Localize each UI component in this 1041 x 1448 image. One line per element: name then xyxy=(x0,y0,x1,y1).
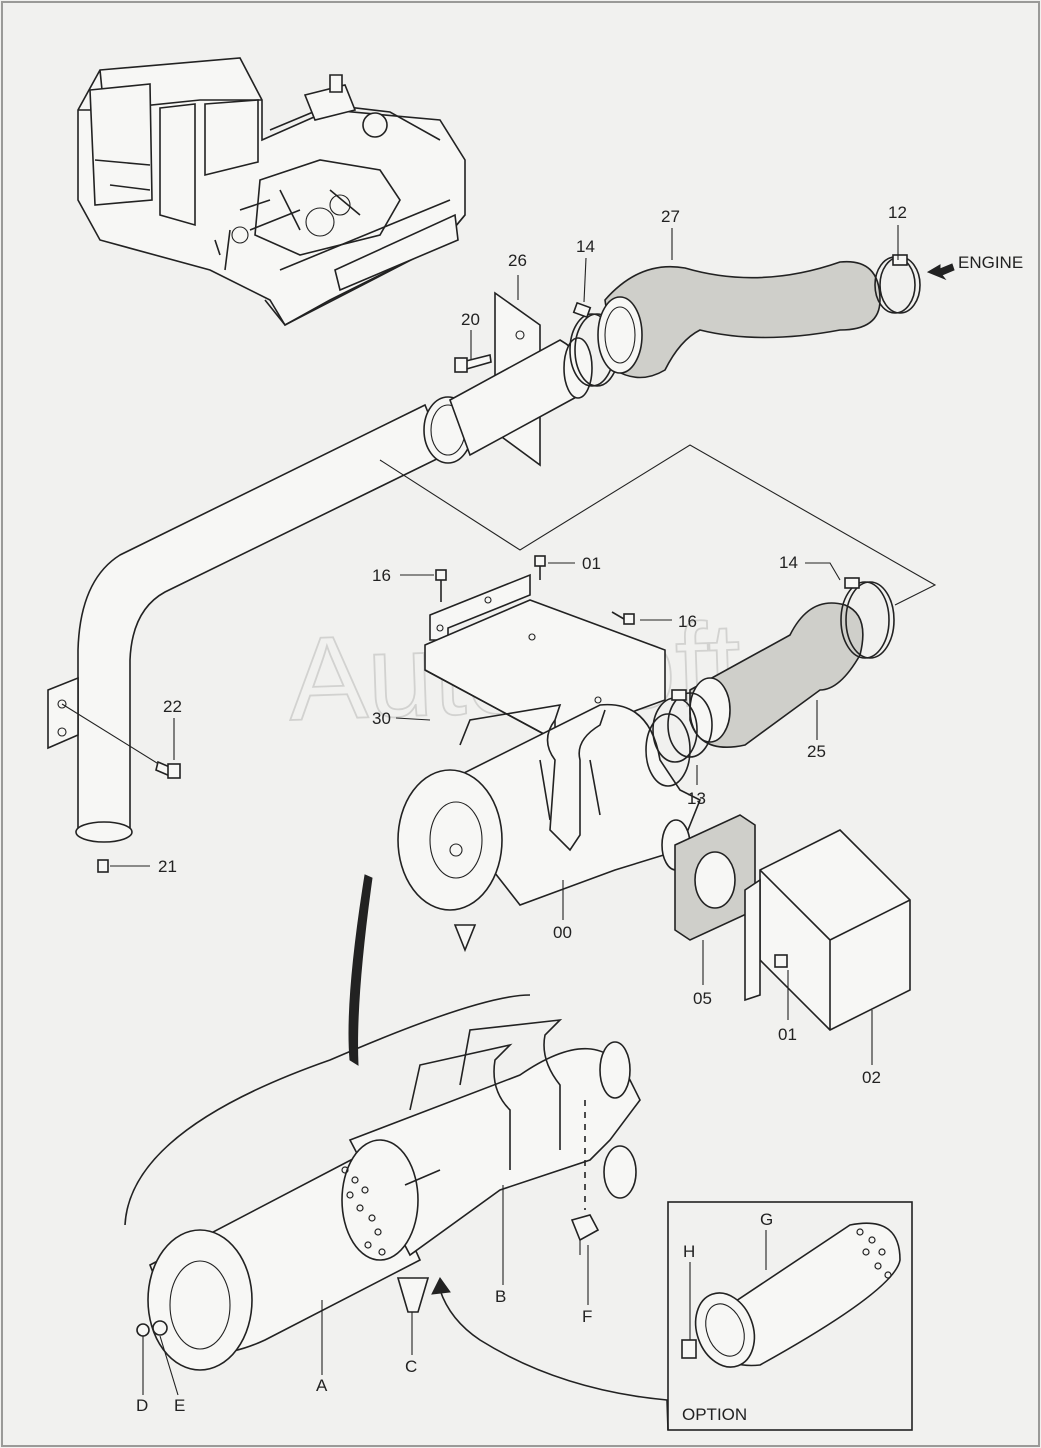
callout-14-right: 14 xyxy=(779,553,798,572)
callout-H: H xyxy=(683,1242,695,1261)
callout-C: C xyxy=(405,1357,417,1376)
callout-05: 05 xyxy=(693,989,712,1008)
callout-20: 20 xyxy=(461,310,480,329)
callout-16-right: 16 xyxy=(678,612,697,631)
engine-label: ENGINE xyxy=(958,253,1023,272)
callout-27: 27 xyxy=(661,207,680,226)
callout-12: 12 xyxy=(888,203,907,222)
option-box xyxy=(667,1201,913,1431)
callout-26: 26 xyxy=(508,251,527,270)
gasket-05 xyxy=(674,814,756,941)
callout-16-left: 16 xyxy=(372,566,391,585)
callout-00: 00 xyxy=(553,923,572,942)
callout-B: B xyxy=(495,1287,506,1306)
callout-E: E xyxy=(174,1396,185,1415)
assembly-leader-lines xyxy=(379,444,937,606)
callout-A: A xyxy=(316,1376,328,1395)
callout-30: 30 xyxy=(372,709,391,728)
bolts-upper xyxy=(435,555,635,625)
callout-02: 02 xyxy=(862,1068,881,1087)
bolt-20 xyxy=(454,354,492,373)
callout-13: 13 xyxy=(687,789,706,808)
callout-D: D xyxy=(136,1396,148,1415)
excavator-illustration xyxy=(77,57,466,327)
callout-F: F xyxy=(582,1307,592,1326)
option-label: OPTION xyxy=(682,1405,747,1424)
callout-G: G xyxy=(760,1210,773,1229)
callout-labels: ENGINE 12 27 14 26 20 16 01 16 14 30 22 … xyxy=(136,203,1023,1424)
cover-02 xyxy=(744,829,911,1031)
leader-lines xyxy=(61,225,899,1396)
callout-01-upper: 01 xyxy=(582,554,601,573)
intake-hose xyxy=(597,260,881,379)
air-cleaner-detail xyxy=(124,874,669,1431)
callout-21: 21 xyxy=(158,857,177,876)
callout-14-upper: 14 xyxy=(576,237,595,256)
hose-clamp-engine xyxy=(874,254,921,314)
callout-25: 25 xyxy=(807,742,826,761)
callout-01-lower: 01 xyxy=(778,1025,797,1044)
engine-arrow-icon xyxy=(926,263,955,281)
hose-25 xyxy=(645,577,895,787)
callout-22: 22 xyxy=(163,697,182,716)
hose-clamp-upper xyxy=(569,301,620,387)
